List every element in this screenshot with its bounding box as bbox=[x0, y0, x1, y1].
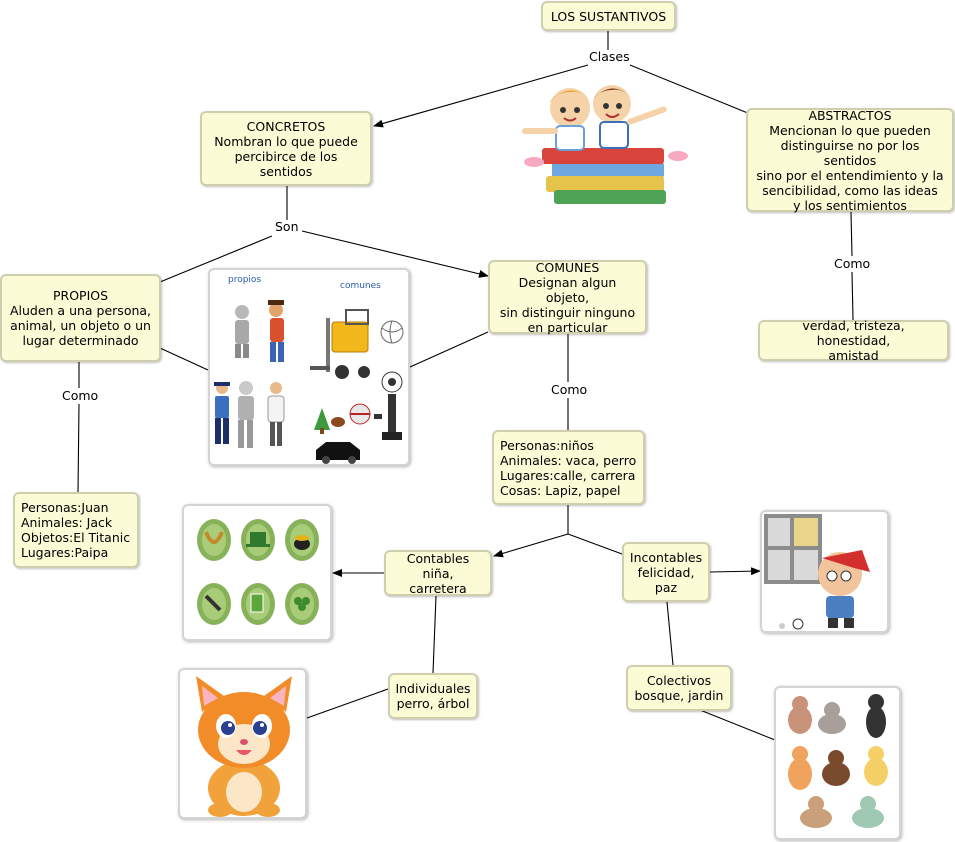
node-comunes-ejemplos[interactable]: Personas:niños Animales: vaca, perro Lug… bbox=[492, 430, 645, 505]
contables-badges-image bbox=[182, 504, 332, 641]
cat-3 bbox=[866, 694, 886, 738]
node-concretos[interactable]: CONCRETOS Nombran lo que puede percibirc… bbox=[200, 111, 372, 186]
link-clases-abstractos bbox=[629, 64, 761, 119]
forklift-figure bbox=[310, 309, 370, 379]
colectivos-cats-image bbox=[774, 686, 901, 840]
police-figure bbox=[214, 382, 230, 444]
link-clases-concretos bbox=[373, 64, 589, 128]
individuales-kitten-image bbox=[178, 668, 307, 819]
link-son-propios bbox=[159, 235, 273, 283]
link-incontables-imagen bbox=[709, 567, 761, 576]
node-propios[interactable]: PROPIOS Aluden a una persona, animal, un… bbox=[0, 274, 161, 362]
node-sustantivos[interactable]: LOS SUSTANTIVOS bbox=[541, 1, 676, 31]
node-comunes[interactable]: COMUNES Designan algun objeto, sin disti… bbox=[488, 260, 647, 335]
link-label-como-propios: Como bbox=[60, 388, 101, 403]
link-como-abstractos-ej bbox=[851, 271, 854, 321]
link-colectivos-gatos bbox=[699, 709, 776, 741]
link-como-propios-ej bbox=[77, 403, 80, 493]
tree-figure bbox=[314, 408, 330, 434]
link-split-contables bbox=[493, 533, 569, 558]
link-label-son: Son bbox=[273, 219, 301, 234]
propios-comunes-image: propios comunes bbox=[208, 268, 410, 466]
node-colectivos[interactable]: Colectivos bosque, jardin bbox=[626, 665, 732, 711]
clover-badge bbox=[285, 583, 319, 625]
pipe-badge bbox=[197, 583, 231, 625]
cat-1 bbox=[788, 696, 812, 734]
node-incontables[interactable]: Incontables felicidad, paz bbox=[622, 542, 710, 602]
link-comunes-imagen bbox=[409, 331, 489, 368]
cat-5 bbox=[822, 750, 850, 786]
candy-figure bbox=[374, 414, 382, 419]
soccer-ball-figure bbox=[381, 371, 403, 393]
horseshoe-badge bbox=[197, 519, 231, 561]
football-figure bbox=[331, 417, 345, 427]
doctor-figure bbox=[267, 382, 285, 446]
trophy-figure bbox=[382, 394, 402, 440]
link-label-como-comunes: Como bbox=[549, 382, 590, 397]
link-individuales-gato bbox=[306, 688, 389, 719]
cat-8 bbox=[852, 796, 884, 828]
node-contables[interactable]: Contables niña, carretera bbox=[384, 550, 492, 596]
astronaut-figure bbox=[235, 305, 249, 358]
astronaut-figure-2 bbox=[238, 381, 254, 448]
image-label-propios: propios bbox=[228, 275, 261, 285]
link-son-comunes bbox=[301, 230, 489, 278]
volleyball-figure bbox=[380, 320, 404, 344]
link-split-incontables bbox=[567, 533, 623, 555]
cat-2 bbox=[818, 702, 846, 734]
node-propios-ejemplos[interactable]: Personas:Juan Animales: Jack Objetos:El … bbox=[13, 492, 139, 568]
pot-of-gold-badge bbox=[285, 519, 319, 561]
link-label-clases: Clases bbox=[587, 49, 632, 64]
link-incontables-colectivos bbox=[666, 601, 674, 666]
cat-6 bbox=[864, 746, 888, 786]
node-individuales[interactable]: Individuales perro, árbol bbox=[388, 673, 478, 719]
node-abstractos-ejemplos[interactable]: verdad, tristeza, honestidad, amistad bbox=[758, 318, 949, 363]
scarecrow-figure bbox=[268, 300, 284, 362]
link-abstractos-como bbox=[850, 211, 853, 257]
helmet-figure bbox=[349, 403, 371, 425]
hat-badge bbox=[241, 519, 275, 561]
link-contables-individuales bbox=[432, 595, 437, 674]
incontables-sad-boy-image bbox=[760, 510, 889, 633]
children-books-illustration bbox=[512, 84, 692, 208]
cat-7 bbox=[800, 796, 832, 828]
node-abstractos[interactable]: ABSTRACTOS Mencionan lo que pueden disti… bbox=[746, 108, 954, 213]
cat-4 bbox=[788, 746, 812, 790]
link-label-como-abstractos: Como bbox=[832, 256, 873, 271]
car-figure bbox=[316, 442, 360, 464]
image-label-comunes: comunes bbox=[340, 281, 381, 291]
link-propios-imagen bbox=[159, 347, 209, 371]
beer-mug-badge bbox=[241, 583, 275, 625]
